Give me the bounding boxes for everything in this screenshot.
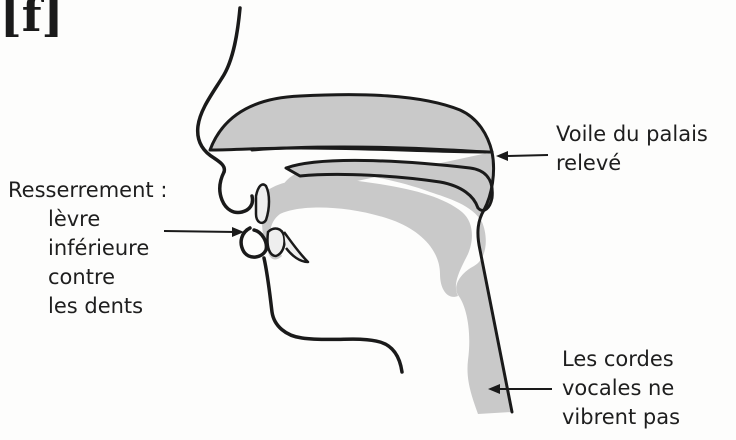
velum-arrow (496, 151, 548, 161)
vocal-cords-line: Les cordes (562, 345, 680, 374)
vocal-cords-arrow (488, 384, 552, 394)
tongue-tip (284, 232, 308, 262)
velum-line: relevé (556, 149, 708, 178)
oral-cavity (262, 178, 472, 297)
vocal-cords-label: Les cordes vocales ne vibrent pas (562, 345, 680, 432)
velum-label: Voile du palais relevé (556, 120, 708, 178)
lower-lip (241, 228, 266, 257)
upper-lip (220, 172, 253, 213)
constriction-line: inférieure (8, 234, 167, 263)
lower-teeth (267, 229, 284, 256)
velum-line: Voile du palais (556, 120, 708, 149)
vocal-cords-line: vocales ne (562, 374, 680, 403)
upper-teeth (256, 184, 269, 222)
constriction-line: contre (8, 263, 167, 292)
constriction-arrow (164, 227, 244, 237)
chin-neck (264, 258, 402, 372)
nasal-cavity (210, 95, 492, 152)
constriction-line: lèvre (8, 205, 167, 234)
constriction-label: Resserrement : lèvre inférieure contre l… (8, 176, 167, 321)
vocal-cords-line: vibrent pas (562, 403, 680, 432)
constriction-line: les dents (8, 292, 167, 321)
constriction-title: Resserrement : (8, 176, 167, 205)
